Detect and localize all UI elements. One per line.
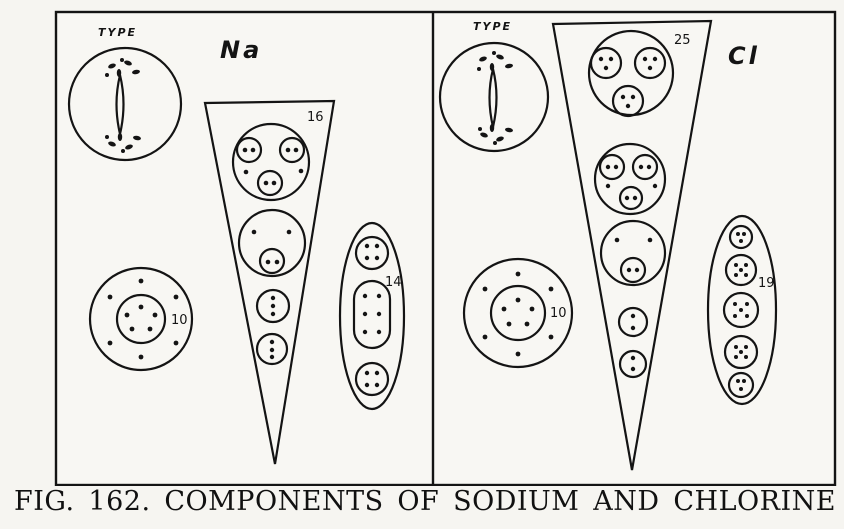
figure-frame: [56, 12, 835, 485]
chlorine-element-symbol: Cl: [728, 42, 760, 70]
chlorine-ellipse-count: 19: [758, 276, 775, 291]
figure-caption: FIG. 162. COMPONENTS OF SODIUM AND CHLOR…: [14, 486, 836, 517]
sodium-ring-count: 10: [171, 313, 188, 328]
chlorine-funnel-count: 25: [674, 33, 691, 48]
chlorine-ring-count: 10: [550, 306, 567, 321]
figure-diagram: TYPE Na 16: [0, 0, 844, 486]
sodium-ellipse-count: 14: [385, 275, 402, 290]
sodium-type-label: TYPE: [98, 26, 137, 39]
sodium-element-symbol: Na: [220, 36, 262, 64]
chlorine-type-label: TYPE: [473, 20, 512, 33]
sodium-funnel-count: 16: [307, 110, 324, 125]
